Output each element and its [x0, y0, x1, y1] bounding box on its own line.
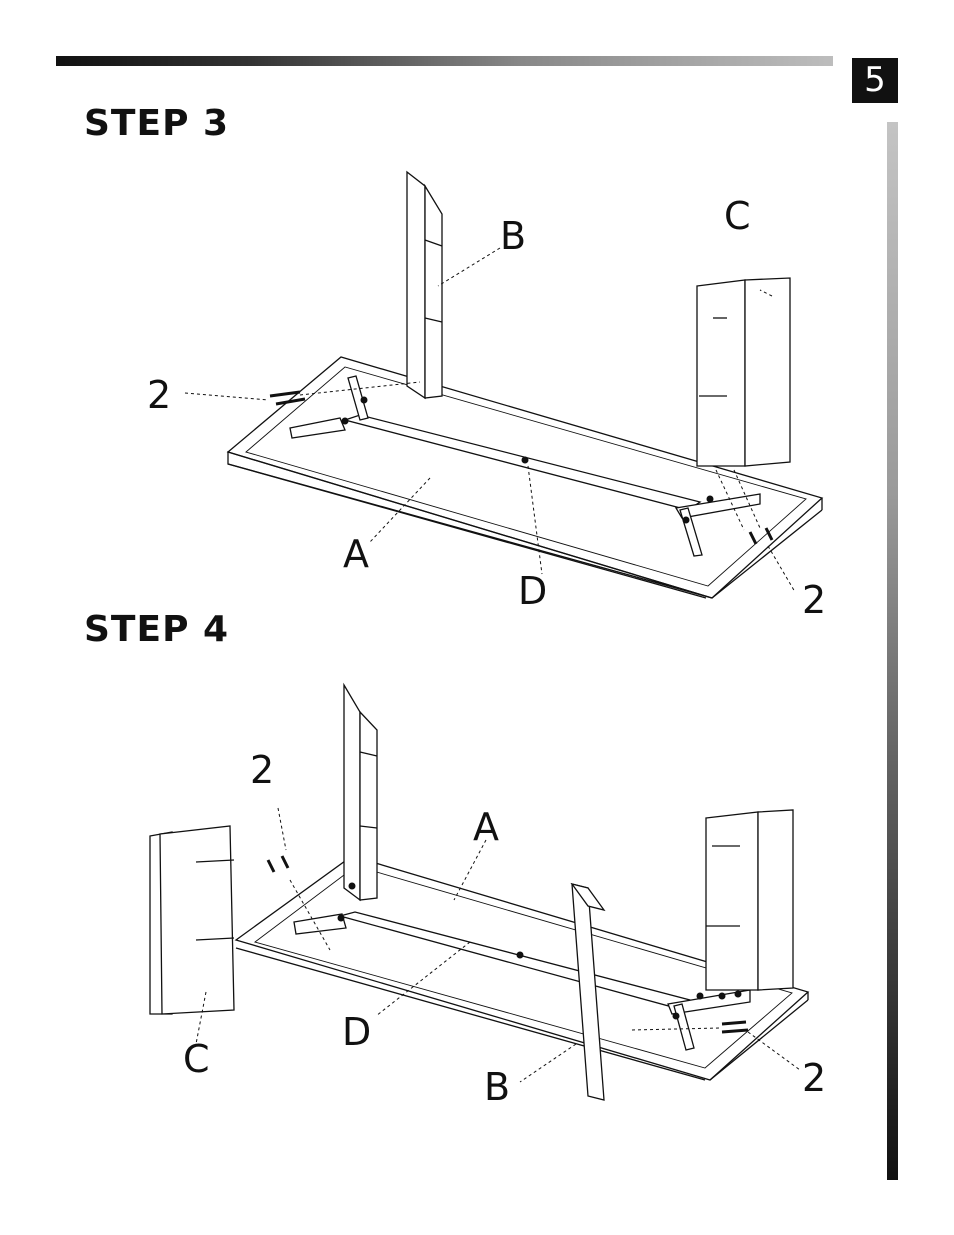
step4-label-d: D	[342, 1013, 371, 1051]
step3-label-2-right: 2	[802, 581, 826, 619]
step3-panel-b	[407, 172, 425, 398]
step4-label-c: C	[183, 1040, 210, 1078]
step4-label-b: B	[484, 1068, 510, 1106]
step3-label-2-left: 2	[147, 376, 171, 414]
step4-diagram	[0, 620, 954, 1120]
step4-label-a: A	[473, 808, 499, 846]
step3-label-a: A	[343, 535, 369, 573]
step4-label-2-right: 2	[802, 1059, 826, 1097]
step4-label-2-top: 2	[250, 751, 274, 789]
step3-label-b: B	[500, 217, 526, 255]
step3-panel-c	[697, 280, 745, 466]
step3-label-c: C	[724, 197, 751, 235]
step3-label-d: D	[518, 572, 547, 610]
step3-diagram	[0, 0, 954, 620]
